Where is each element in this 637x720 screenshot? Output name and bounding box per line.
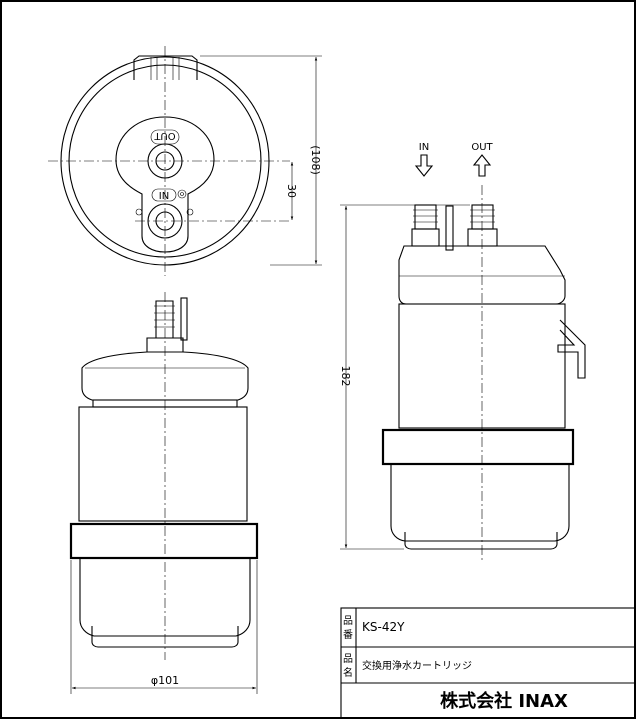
diameter-dimension-group: φ101: [70, 560, 258, 694]
out-arrow: [472, 154, 492, 177]
depth-dimension: (108): [309, 145, 322, 175]
part-no-label-1: 品: [343, 615, 353, 627]
part-no-label-2: 番: [343, 629, 353, 641]
front-view-band: [69, 522, 259, 560]
name-label-2: 名: [343, 666, 353, 679]
out-label: OUT: [471, 142, 493, 153]
side-view-band: [381, 428, 575, 466]
side-view-bracket: [557, 319, 586, 379]
diameter-dimension: φ101: [151, 674, 179, 687]
front-view-nozzle: [155, 300, 174, 339]
front-view-body: [78, 406, 248, 522]
top-view-out-mark: OUT: [153, 130, 175, 141]
in-label: IN: [419, 142, 429, 153]
front-view-cap: [81, 351, 249, 401]
top-view-dimensions: (108) 30: [200, 55, 322, 266]
side-view: IN OUT: [381, 142, 586, 560]
total-height-dimension: 182: [339, 366, 352, 387]
side-out-nozzle: [467, 204, 498, 247]
side-in-nozzle: [411, 204, 440, 247]
top-view: OUT IN: [48, 46, 290, 276]
height-dimension-group: 182: [339, 204, 470, 550]
front-view: [69, 292, 259, 660]
part-name: 交換用浄水カートリッジ: [362, 659, 472, 672]
port-pitch-dimension: 30: [285, 184, 298, 198]
top-view-tab: [133, 55, 198, 80]
in-arrow: [414, 154, 434, 177]
side-view-lower: [390, 464, 570, 542]
top-view-in-mark: IN: [159, 191, 169, 202]
maker-name: 株式会社 INAX: [440, 690, 568, 712]
title-block: 品 番 KS-42Y 品 名 交換用浄水カートリッジ 株式会社 INAX: [340, 607, 636, 719]
part-number: KS-42Y: [362, 620, 405, 634]
name-label-1: 品: [343, 653, 353, 665]
